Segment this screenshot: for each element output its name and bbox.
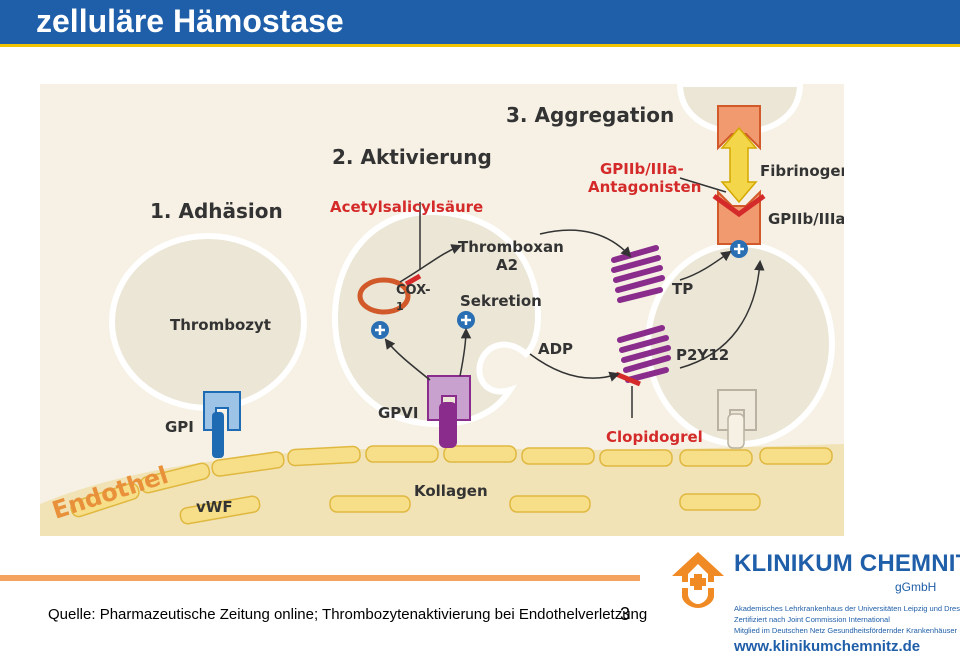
label-gpi: GPI <box>165 418 194 436</box>
logo-suffix: gGmbH <box>895 580 937 594</box>
diagram-svg: 1. Adhäsion 2. Aktivierung 3. Aggregatio… <box>40 84 844 536</box>
label-sekretion: Sekretion <box>460 292 542 310</box>
label-clopidogrel: Clopidogrel <box>606 428 703 446</box>
fibrinogen-molecule <box>720 126 758 204</box>
thrombozyt-cell-2 <box>331 208 542 428</box>
clopidogrel-block <box>615 371 641 387</box>
label-thromboxan-2: A2 <box>496 256 518 274</box>
house-logo-icon <box>672 552 724 608</box>
label-gp-antagonisten-2: Antagonisten <box>588 178 701 196</box>
title-bar: zelluläre Hämostase <box>0 0 960 47</box>
label-p2y12: P2Y12 <box>676 346 729 364</box>
label-step-2: 2. Aktivierung <box>332 145 492 169</box>
tp-receptor <box>611 245 665 303</box>
footer-rule <box>0 575 640 581</box>
signal-arrows <box>384 229 765 382</box>
label-acetylsalicylsaeure: Acetylsalicylsäure <box>330 198 483 216</box>
label-gpvi: GPVI <box>378 404 419 422</box>
logo-line-2: Zertifiziert nach Joint Commission Inter… <box>734 615 890 624</box>
klinikum-logo: KLINIKUM CHEMNITZ gGmbH Akademisches Leh… <box>664 544 960 655</box>
source-citation: Quelle: Pharmazeutische Zeitung online; … <box>48 606 648 623</box>
gpiib-iiia-receptors <box>712 105 766 245</box>
antagonist-pointer <box>679 177 727 193</box>
label-cox-sub: 1 <box>396 300 404 313</box>
label-vwf: vWF <box>196 498 233 516</box>
label-adp: ADP <box>538 340 573 358</box>
plus-icon-2 <box>457 311 475 329</box>
gpvi-receptor <box>427 375 471 448</box>
label-gpiib-iiia: GPIIb/IIIa <box>768 210 844 228</box>
cox1-enzyme <box>357 273 422 315</box>
label-thrombozyt: Thrombozyt <box>170 316 271 334</box>
p2y12-receptor <box>617 325 671 383</box>
logo-name: KLINIKUM CHEMNITZ <box>734 550 960 577</box>
label-tp: TP <box>672 280 693 298</box>
logo-line-1: Akademisches Lehrkrankenhaus der Univers… <box>734 604 960 613</box>
plus-icon-3 <box>730 240 748 258</box>
label-kollagen: Kollagen <box>414 482 488 500</box>
label-thromboxan-1: Thromboxan <box>458 238 564 256</box>
logo-line-3: Mitglied im Deutschen Netz Gesundheitsfö… <box>734 626 958 635</box>
logo-url: www.klinikumchemnitz.de <box>734 638 921 655</box>
hemostasis-diagram: 1. Adhäsion 2. Aktivierung 3. Aggregatio… <box>40 84 844 536</box>
label-step-1: 1. Adhäsion <box>150 199 283 223</box>
page-title: zelluläre Hämostase <box>36 3 344 39</box>
fibrinogen-base-receptor <box>717 389 757 449</box>
page-number: 3 <box>620 604 631 624</box>
label-cox: COX- <box>396 283 431 298</box>
endothel-cells <box>70 445 833 525</box>
label-fibrinogen: Fibrinogen <box>760 162 844 180</box>
label-step-3: 3. Aggregation <box>506 103 674 127</box>
plus-icon-1 <box>371 321 389 339</box>
gpi-receptor <box>203 391 241 458</box>
label-gp-antagonisten-1: GPIIb/IIIa- <box>600 160 684 178</box>
